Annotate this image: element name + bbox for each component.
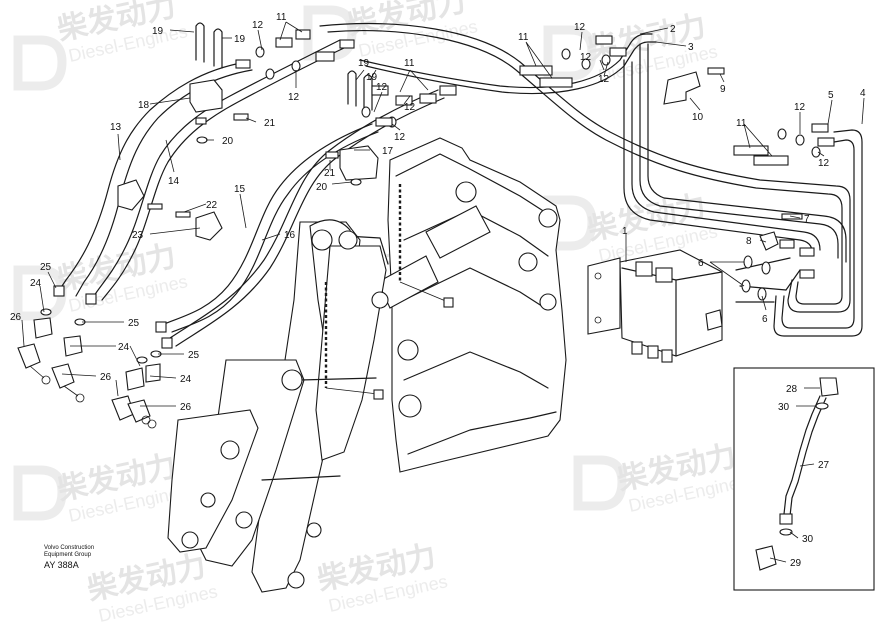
inset-hose-detail: [733, 367, 875, 591]
watermark-logo: [13, 5, 627, 521]
callout-7: 7: [804, 214, 810, 225]
callout-12: 12: [598, 74, 610, 85]
callout-24: 24: [180, 374, 192, 385]
caption-line-1: Volvo Construction: [44, 545, 94, 551]
callout-12: 12: [574, 22, 586, 33]
callout-12: 12: [794, 102, 806, 113]
leader-lines: [21, 21, 865, 563]
callout-18: 18: [138, 100, 150, 111]
callout-24: 24: [118, 342, 130, 353]
callout-27: 27: [818, 460, 830, 471]
callout-25: 25: [188, 350, 200, 361]
callout-11: 11: [736, 118, 747, 129]
diagram-code: AY 388A: [44, 560, 79, 570]
callout-21: 21: [264, 118, 276, 129]
callout-19: 19: [358, 58, 370, 69]
watermark: 柴发动力 Diesel-Engines 柴发动力 Diesel-Engines …: [13, 0, 749, 626]
callout-12: 12: [404, 102, 416, 113]
callout-19: 19: [152, 26, 164, 37]
callout-17: 17: [382, 146, 394, 157]
callout-2: 2: [670, 24, 676, 35]
callout-20: 20: [222, 136, 234, 147]
callout-6: 6: [762, 314, 768, 325]
callout-30: 30: [778, 402, 790, 413]
callout-6: 6: [698, 258, 704, 269]
callout-25: 25: [128, 318, 140, 329]
callout-26: 26: [180, 402, 192, 413]
callout-11: 11: [404, 58, 415, 69]
callout-12: 12: [818, 158, 830, 169]
diagram-caption: Volvo Construction Equipment Group AY 38…: [44, 545, 94, 570]
caption-line-2: Equipment Group: [44, 552, 92, 558]
callout-29: 29: [790, 558, 802, 569]
callout-28: 28: [786, 384, 798, 395]
callout-16: 16: [284, 230, 296, 241]
callout-12: 12: [252, 20, 264, 31]
callout-30: 30: [802, 534, 814, 545]
callout-14: 14: [168, 176, 180, 187]
callout-26: 26: [100, 372, 112, 383]
callout-13: 13: [110, 122, 122, 133]
callout-12: 12: [288, 92, 300, 103]
control-valve: [587, 249, 723, 363]
callout-10: 10: [692, 112, 704, 123]
callout-22: 22: [206, 200, 218, 211]
callout-19: 19: [234, 34, 246, 45]
callout-15: 15: [234, 184, 246, 195]
callout-21: 21: [324, 168, 336, 179]
boom-assembly: [167, 137, 567, 593]
callout-12: 12: [394, 132, 406, 143]
callout-8: 8: [746, 236, 752, 247]
callout-19: 19: [366, 72, 378, 83]
callout-12: 12: [580, 52, 592, 63]
callout-12: 12: [376, 82, 388, 93]
callout-11: 11: [518, 32, 529, 43]
callout-labels: 19 19 12 11 12 18 21 20 14 13 19 19 11 1…: [10, 12, 866, 569]
callout-4: 4: [860, 88, 866, 99]
callout-25: 25: [40, 262, 52, 273]
callout-1: 1: [622, 226, 628, 237]
callout-11: 11: [276, 12, 287, 23]
callout-5: 5: [828, 90, 834, 101]
callout-3: 3: [688, 42, 694, 53]
callout-26: 26: [10, 312, 22, 323]
callout-9: 9: [720, 84, 726, 95]
callout-23: 23: [132, 230, 144, 241]
callout-20: 20: [316, 182, 328, 193]
callout-24: 24: [30, 278, 42, 289]
